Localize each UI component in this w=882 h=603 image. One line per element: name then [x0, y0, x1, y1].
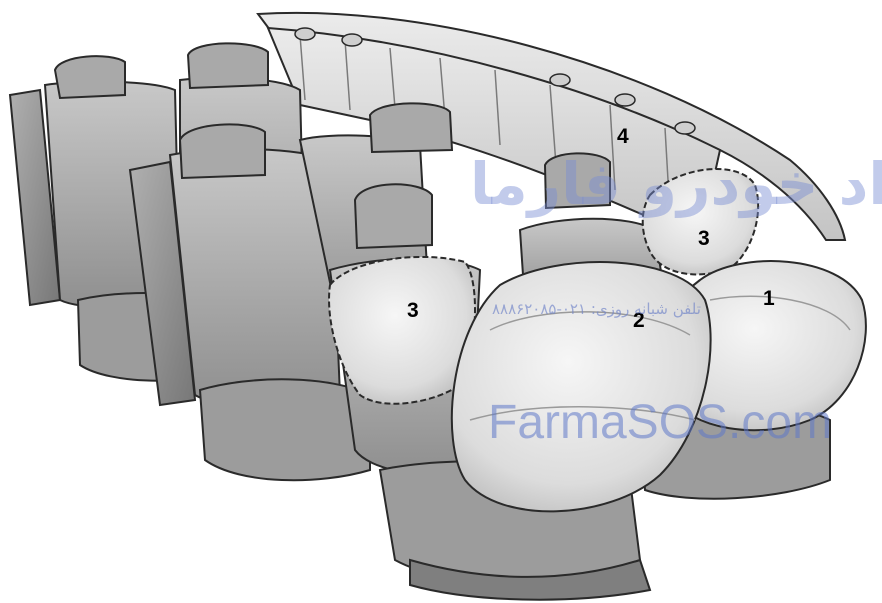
callout-2: 2 [633, 310, 645, 331]
callout-4: 4 [617, 126, 629, 147]
callout-1: 1 [763, 288, 775, 309]
callout-3-left: 3 [407, 300, 419, 321]
callout-3-right: 3 [698, 228, 710, 249]
side-airbag-left [329, 257, 475, 404]
